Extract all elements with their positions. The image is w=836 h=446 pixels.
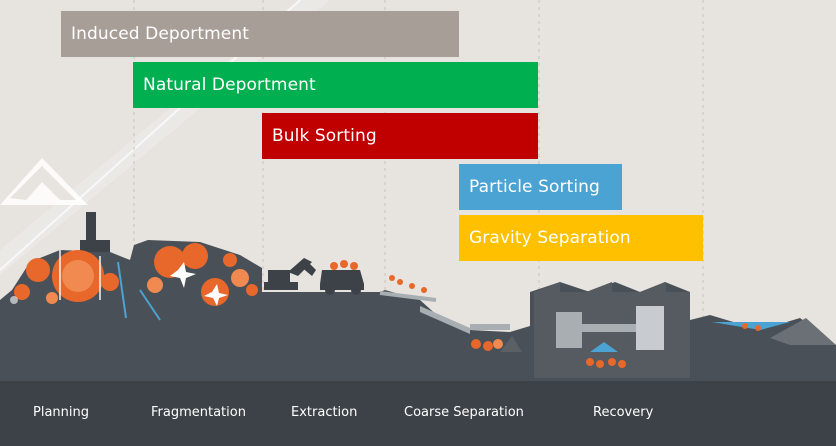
- tailings-icon: [712, 318, 836, 345]
- induced-deportment-bar: Induced Deportment: [61, 11, 459, 57]
- stage-label-coarse-separation: Coarse Separation: [404, 405, 524, 420]
- stage-label-recovery: Recovery: [593, 405, 654, 420]
- natural-deportment-bar: Natural Deportment: [133, 62, 538, 108]
- stage-label-planning: Planning: [33, 405, 89, 420]
- excavator-icon: [264, 258, 316, 290]
- stage-footer: [0, 381, 836, 446]
- bulk-sorting-bar: Bulk Sorting: [262, 113, 538, 159]
- stage-label-fragmentation: Fragmentation: [151, 405, 246, 420]
- gravity-separation-bar: Gravity Separation: [459, 215, 703, 261]
- ore-cluster-planning: [10, 250, 127, 319]
- haul-truck-icon: [320, 260, 364, 295]
- drill-rig-icon: [80, 212, 110, 252]
- particle-sorting-bar: Particle Sorting: [459, 164, 622, 210]
- stage-label-extraction: Extraction: [291, 405, 358, 420]
- blast-icon: [139, 243, 258, 321]
- conveyor-icon: [379, 275, 437, 302]
- screen-icon: [420, 306, 522, 352]
- mill-icon: [556, 306, 664, 368]
- mountain-icon: [0, 158, 88, 205]
